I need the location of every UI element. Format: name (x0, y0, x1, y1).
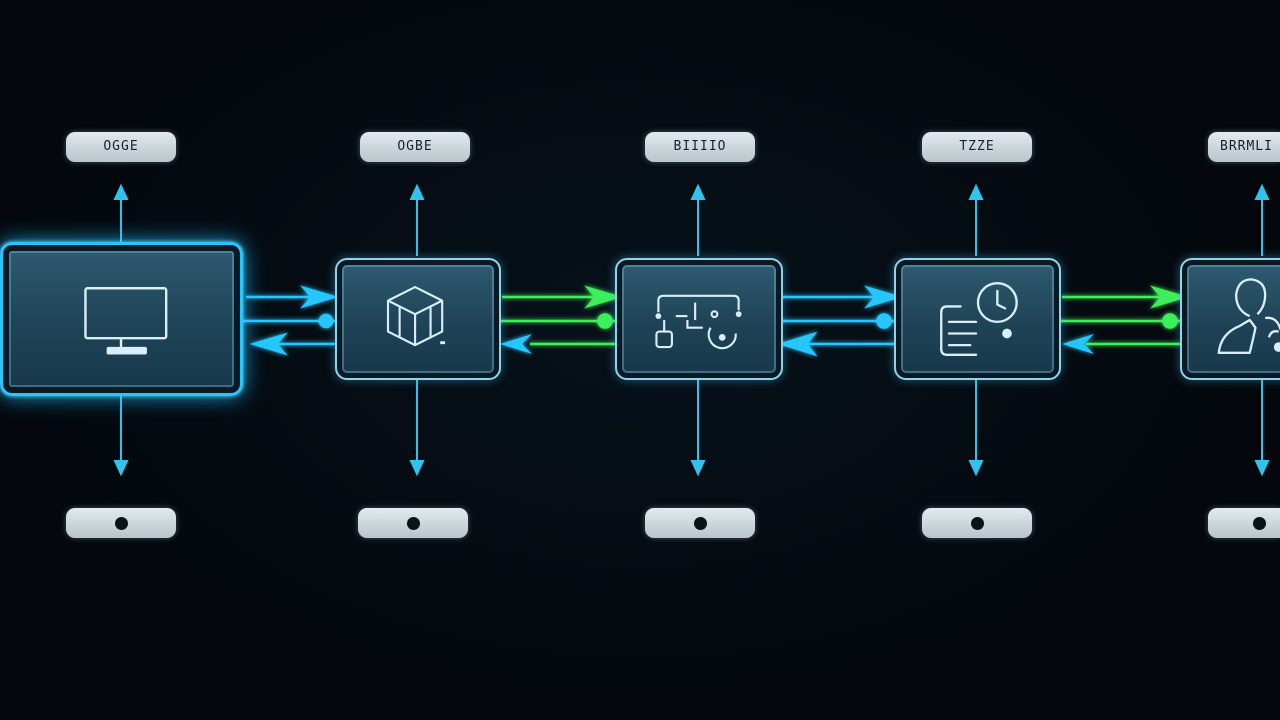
stage-node-2[interactable] (335, 258, 501, 380)
cube-icon (386, 286, 446, 347)
connector-stage-2-3 (496, 285, 623, 346)
stage-status-4[interactable] (922, 508, 1032, 538)
back-arrow-stage-2-3 (500, 334, 532, 354)
stage-node-3[interactable] (615, 258, 783, 380)
vertical-arrow-stage-4 (968, 183, 984, 477)
connector-stage-3-4 (776, 285, 903, 357)
connector-stage-4-5 (1056, 285, 1189, 346)
vertical-arrow-stage-5 (1254, 183, 1270, 477)
monitor-icon (84, 287, 168, 355)
status-dot-icon (114, 516, 128, 530)
vertical-arrow-stage-2 (409, 183, 425, 477)
status-dot-icon (406, 516, 420, 530)
flowchart-icon (655, 294, 742, 350)
stage-label-2: OGBE (360, 132, 470, 162)
vertical-arrow-stage-1 (113, 183, 129, 477)
stage-status-1[interactable] (66, 508, 176, 538)
stage-node-4[interactable] (894, 258, 1061, 380)
connector-stage-1-2 (238, 285, 339, 356)
stage-status-5[interactable] (1208, 508, 1280, 538)
stage-label-3: BIIIIO (645, 132, 755, 162)
stage-status-2[interactable] (358, 508, 468, 538)
stage-label-4: TZZE (922, 132, 1032, 162)
status-dot-icon (1253, 516, 1266, 530)
status-dot-icon (970, 516, 984, 530)
stage-node-5[interactable] (1180, 258, 1280, 380)
stage-node-1[interactable] (0, 242, 243, 396)
vertical-arrow-stage-3 (690, 183, 706, 477)
stage-label-5: BRRMLI (1208, 132, 1280, 162)
stage-label-1: OGGE (66, 132, 176, 162)
clock-document-icon (940, 282, 1018, 356)
back-arrow-stage-4-5 (1062, 334, 1094, 354)
users-icon (1217, 278, 1280, 354)
status-dot-icon (693, 516, 707, 530)
stage-status-3[interactable] (645, 508, 755, 538)
